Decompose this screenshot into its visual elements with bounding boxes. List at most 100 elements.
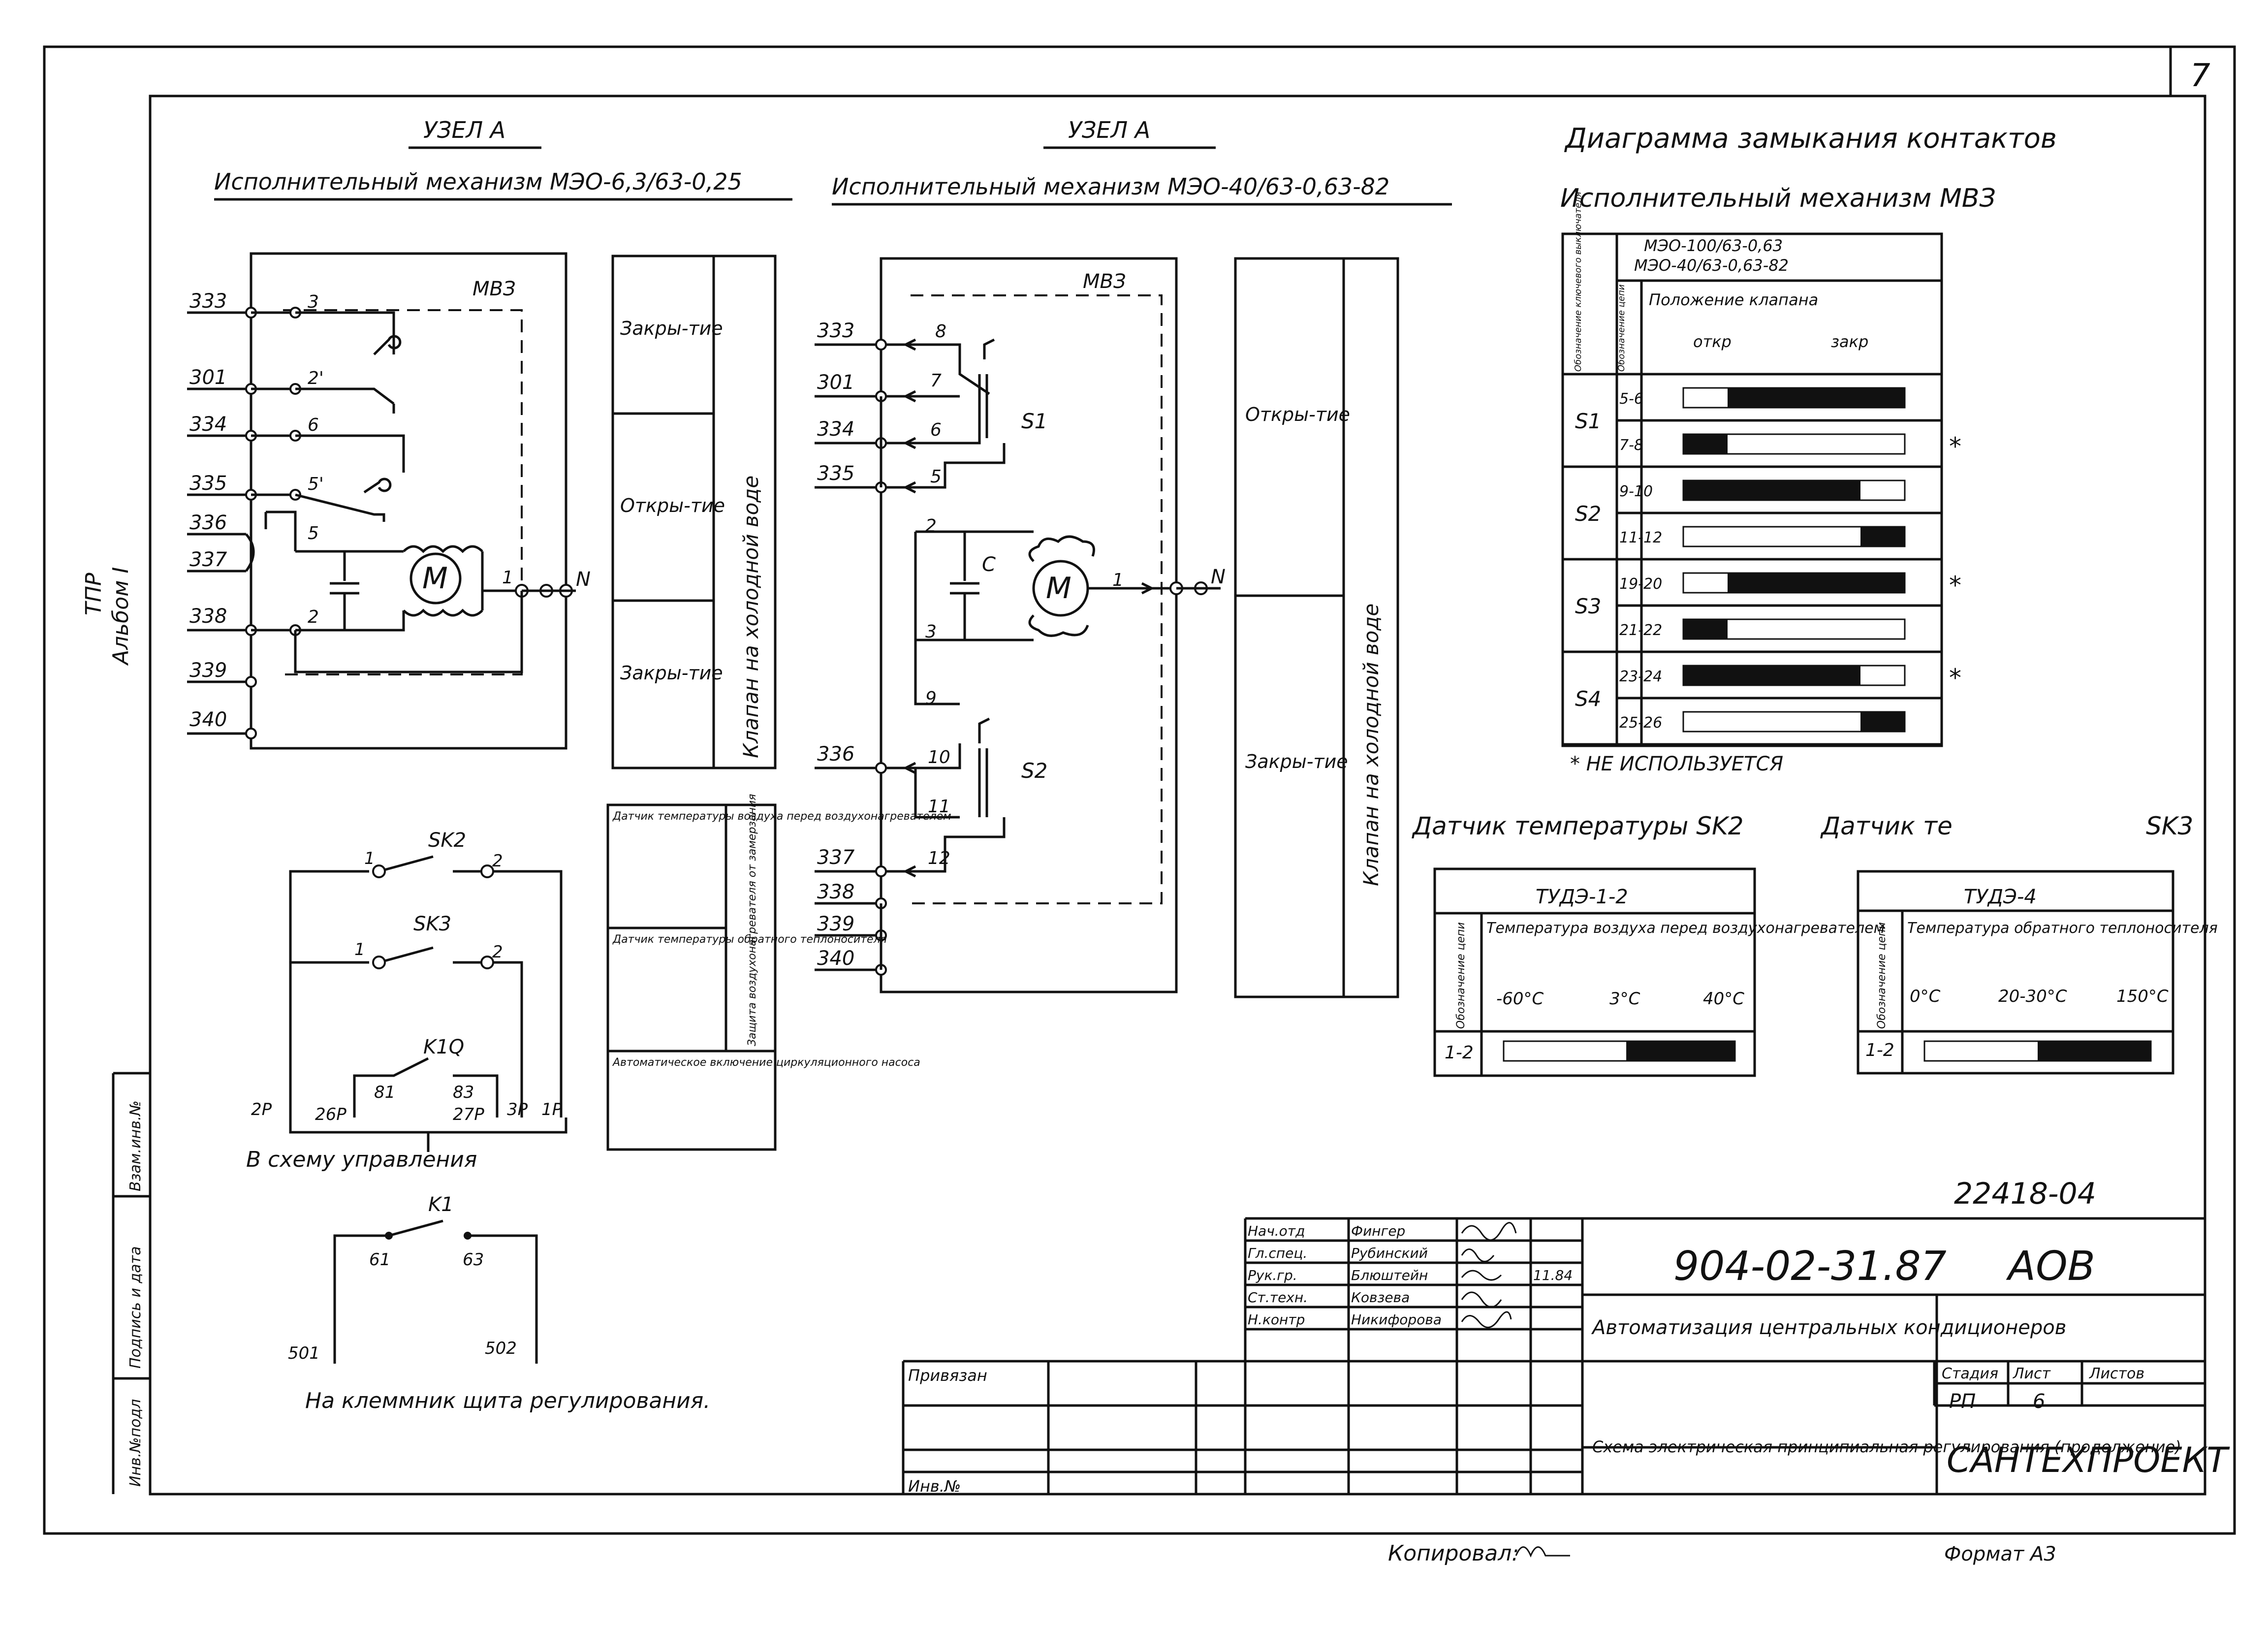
control-k1: K1: [428, 1193, 454, 1216]
contact-label: 6: [930, 420, 942, 440]
sensor-sk3-model: ТУДЭ-4: [1964, 886, 2037, 908]
state-label: Закры-тие: [620, 662, 723, 684]
switch-s1-label: S1: [1021, 409, 1047, 433]
valve-label-left: Клапан на холодной воде: [739, 476, 763, 758]
sensor-sk2-closed-zone: [1626, 1041, 1735, 1061]
diagram-group-label: S2: [1575, 502, 1601, 526]
bound-label: Привязан: [908, 1366, 987, 1385]
sign-role: Ст.техн.: [1248, 1289, 1308, 1306]
state-label: Закры-тие: [1245, 751, 1348, 772]
contact-label: 3: [308, 292, 319, 312]
sensor-sk3-title-tail: SK3: [2146, 812, 2193, 840]
capacitor-label: C: [982, 553, 996, 576]
terminal-label: 336: [189, 511, 227, 534]
diagram-col-circuit: Обозначение цепи: [1616, 284, 1627, 372]
diagram-row-closed-zone: [1728, 573, 1905, 593]
side-stamp-2: Инв.№подл: [127, 1399, 144, 1487]
sensor-sk3-circuit: 1-2: [1865, 1040, 1894, 1060]
sign-role: Н.контр: [1248, 1311, 1305, 1328]
diagram-col-switch: Обозначение ключевого выключателя: [1573, 192, 1583, 372]
diagram-title: Диаграмма замыкания контактов: [1564, 123, 2057, 155]
sensor-sk3-scale: 0°С: [1910, 987, 1941, 1006]
node-left: УЗЕЛ А Исполнительный механизм МЭО-6,3/6…: [187, 117, 792, 750]
node-left-states: Закры-тие Откры-тие Закры-тие Клапан на …: [611, 255, 777, 769]
contact-label: 2: [308, 607, 319, 627]
diagram-row-circuit: 21-22: [1619, 622, 1662, 639]
control-node-label: 1: [354, 940, 365, 959]
control-node-label: 1: [364, 849, 375, 868]
sign-name: Никифорова: [1351, 1311, 1442, 1328]
sheet-no-value: 6: [2033, 1390, 2045, 1413]
diagram-group-label: S3: [1575, 594, 1601, 618]
diagram-row-closed-zone: [1683, 480, 1860, 500]
side-stamp-1: Подпись и дата: [127, 1246, 144, 1369]
terminal-label: 340: [189, 708, 227, 731]
contact-label: 1: [502, 568, 513, 588]
inventory-no: 22418-04: [1954, 1177, 2096, 1211]
side-label-bottom: Альбом I: [108, 567, 133, 666]
diagram-row-closed-zone: [1683, 666, 1860, 685]
terminal-label: 333: [817, 319, 854, 342]
contact-label: 2: [925, 516, 937, 536]
node-left-motor: М: [422, 561, 448, 596]
diagram-row-closed-zone: [1860, 712, 1905, 732]
diagram-rows: 5-67-8*9-1011-1219-20*21-2223-24*25-26S1…: [1563, 387, 1961, 746]
node-left-neutral: N: [576, 568, 591, 591]
diagram-row-circuit: 11-12: [1619, 529, 1662, 546]
control-node-label: 3Р: [507, 1100, 528, 1119]
terminal-label: 339: [817, 913, 854, 935]
control-node-label: 61: [369, 1250, 390, 1270]
switch-s2-label: S2: [1021, 759, 1047, 783]
diagram-row-unused-mark: *: [1949, 664, 1961, 692]
sign-name: Блюштейн: [1351, 1267, 1428, 1283]
contact-label: 5: [308, 523, 319, 543]
state-label: Откры-тие: [620, 495, 725, 516]
control-node-label: 501: [288, 1343, 320, 1363]
terminal-label: 338: [189, 605, 227, 628]
purpose-row-2: Автоматическое включение циркуляционного…: [612, 1056, 920, 1069]
node-right-neutral: N: [1211, 566, 1226, 588]
sensor-sk2-scale: 40°С: [1703, 989, 1744, 1009]
sign-role: Нач.отд: [1248, 1223, 1305, 1239]
stage-label: Стадия: [1942, 1365, 1998, 1382]
terminal-label: 334: [817, 418, 854, 441]
contact-label: 10: [928, 747, 950, 767]
terminal-label: 336: [817, 743, 854, 766]
diagram-row-circuit: 7-8: [1619, 437, 1643, 454]
control-sk3: SK3: [413, 913, 451, 935]
control-node-label: 2: [492, 942, 503, 962]
sensor-sk3-scale: 20-30°С: [1998, 987, 2067, 1006]
diagram-header-1: МЭО-40/63-0,63-82: [1634, 256, 1789, 275]
sensor-sk3: Датчик те SK3 ТУДЭ-4 Температура обратно…: [1820, 812, 2218, 1075]
sensor-sk2: Датчик температуры SK2 ТУДЭ-1-2 Температ…: [1412, 812, 1885, 1077]
control-k1q: K1Q: [423, 1036, 464, 1058]
contact-label: 6: [308, 415, 319, 435]
terminal-label: 338: [817, 881, 854, 903]
control-to-control: В схему управления: [246, 1147, 477, 1172]
node-right: УЗЕЛ А Исполнительный механизм МЭО-40/63…: [815, 117, 1452, 993]
sensor-sk2-title: Датчик температуры SK2: [1412, 812, 1744, 840]
sensor-sk2-description: Температура воздуха перед воздухонагрева…: [1486, 920, 1885, 937]
diagram-group-label: S1: [1575, 409, 1601, 433]
node-right-title: УЗЕЛ А: [1068, 117, 1150, 143]
sign-role: Гл.спец.: [1248, 1245, 1307, 1261]
diagram-row-closed-zone: [1860, 527, 1905, 546]
diagram-pos-open: откр: [1693, 332, 1732, 351]
state-label: Откры-тие: [1245, 404, 1350, 425]
contact-label: 5: [930, 467, 942, 487]
sensor-sk3-closed-zone: [2038, 1041, 2151, 1061]
sign-name: Ковзева: [1351, 1289, 1410, 1306]
diagram-note: * НЕ ИСПОЛЬЗУЕТСЯ: [1570, 753, 1783, 775]
diagram-row-circuit: 5-6: [1619, 390, 1643, 408]
copied-by-signature: [1515, 1546, 1570, 1558]
sheet-label: Лист: [2013, 1365, 2051, 1382]
contact-label: 2': [308, 368, 324, 388]
title-block: 22418-04 Нач.отд Фингер Гл.спец. Рубинск…: [902, 1177, 2230, 1496]
diagram-subtitle: Исполнительный механизм МВЗ: [1560, 184, 1996, 213]
contact-label: 3: [925, 622, 937, 642]
node-right-box-label: МВЗ: [1083, 270, 1126, 293]
purpose-table: Датчик температуры воздуха перед воздухо…: [606, 794, 951, 1151]
contact-diagram: Диаграмма замыкания контактов Исполнител…: [1560, 123, 2057, 775]
sensor-sk3-description: Температура обратного теплоносителя: [1907, 920, 2218, 937]
